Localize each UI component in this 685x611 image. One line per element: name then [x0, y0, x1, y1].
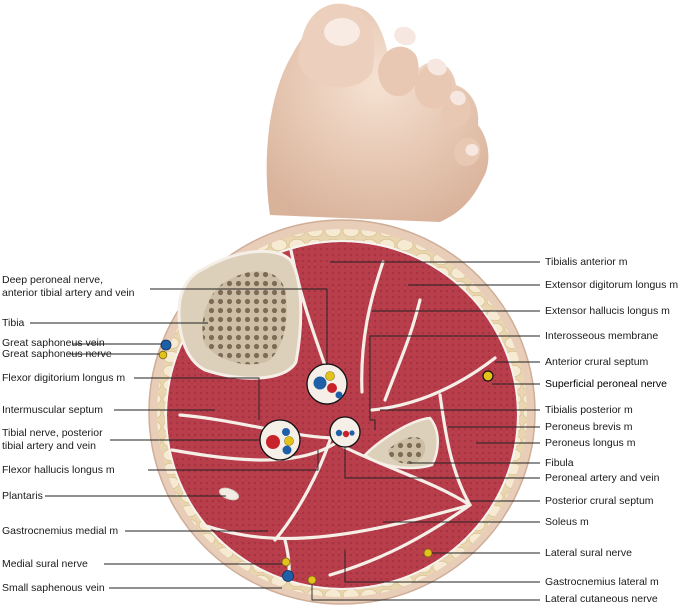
- label-anterior-crural-septum: Anterior crural septum: [545, 356, 648, 369]
- label-lateral-cutaneous-nerve: Lateral cutaneous nerve: [545, 593, 658, 606]
- label-tibia: Tibia: [2, 317, 24, 330]
- label-tibial-nerve-line2: tibial artery and vein: [2, 440, 103, 453]
- label-posterior-crural-septum: Posterior crural septum: [545, 495, 654, 508]
- label-medial-sural-nerve: Medial sural nerve: [2, 558, 88, 571]
- label-plantaris: Plantaris: [2, 490, 43, 503]
- label-fibula: Fibula: [545, 457, 574, 470]
- label-lateral-sural-nerve: Lateral sural nerve: [545, 547, 632, 560]
- label-small-saphenous-vein: Small saphenous vein: [2, 582, 105, 595]
- lateral-cutaneous-nerve-marker: [308, 576, 316, 584]
- label-tibial-nerve: Tibial nerve, posterior tibial artery an…: [2, 427, 103, 453]
- small-saphenous-vein-marker: [283, 571, 294, 582]
- label-interosseous-membrane: Interosseous membrane: [545, 330, 658, 343]
- label-flexor-digitorium-longus: Flexor digitorium longus m: [2, 372, 125, 385]
- label-tibial-nerve-line1: Tibial nerve, posterior: [2, 427, 103, 440]
- anterior-tibial-bundle: [307, 364, 347, 404]
- label-peroneus-longus: Peroneus longus m: [545, 437, 635, 450]
- superficial-peroneal-nerve-marker: [483, 371, 493, 381]
- label-intermuscular-septum: Intermuscular septum: [2, 404, 103, 417]
- label-peroneal-artery-vein: Peroneal artery and vein: [545, 472, 659, 485]
- label-extensor-hallucis-longus: Extensor hallucis longus m: [545, 305, 670, 318]
- label-tibialis-posterior: Tibialis posterior m: [545, 404, 633, 417]
- label-deep-peroneal: Deep peroneal nerve, anterior tibial art…: [2, 274, 135, 300]
- great-saphenous-nerve-marker: [159, 351, 167, 359]
- label-deep-peroneal-line1: Deep peroneal nerve,: [2, 274, 135, 287]
- label-flexor-hallucis-longus: Flexor hallucis longus m: [2, 464, 115, 477]
- tibia-bone: [179, 251, 301, 378]
- label-extensor-digitorum-longus: Extensor digitorum longus m: [545, 279, 678, 292]
- lateral-sural-nerve-marker: [424, 549, 432, 557]
- label-tibialis-anterior: Tibialis anterior m: [545, 256, 627, 269]
- peroneal-bundle: [330, 417, 360, 447]
- label-soleus: Soleus m: [545, 516, 589, 529]
- great-saphenous-vein-marker: [161, 340, 171, 350]
- label-deep-peroneal-line2: anterior tibial artery and vein: [2, 287, 135, 300]
- label-peroneus-brevis: Peroneus brevis m: [545, 421, 633, 434]
- foot-illustration: [267, 4, 489, 222]
- label-gastrocnemius-lateral: Gastrocnemius lateral m: [545, 576, 659, 589]
- label-great-saphenous-nerve: Great saphoneus nerve: [2, 348, 112, 361]
- medial-sural-nerve-marker: [282, 558, 290, 566]
- label-superficial-peroneal-nerve: Superficial peroneal nerve: [545, 378, 667, 391]
- posterior-tibial-bundle: [260, 420, 300, 460]
- label-gastrocnemius-medial: Gastrocnemius medial m: [2, 525, 118, 538]
